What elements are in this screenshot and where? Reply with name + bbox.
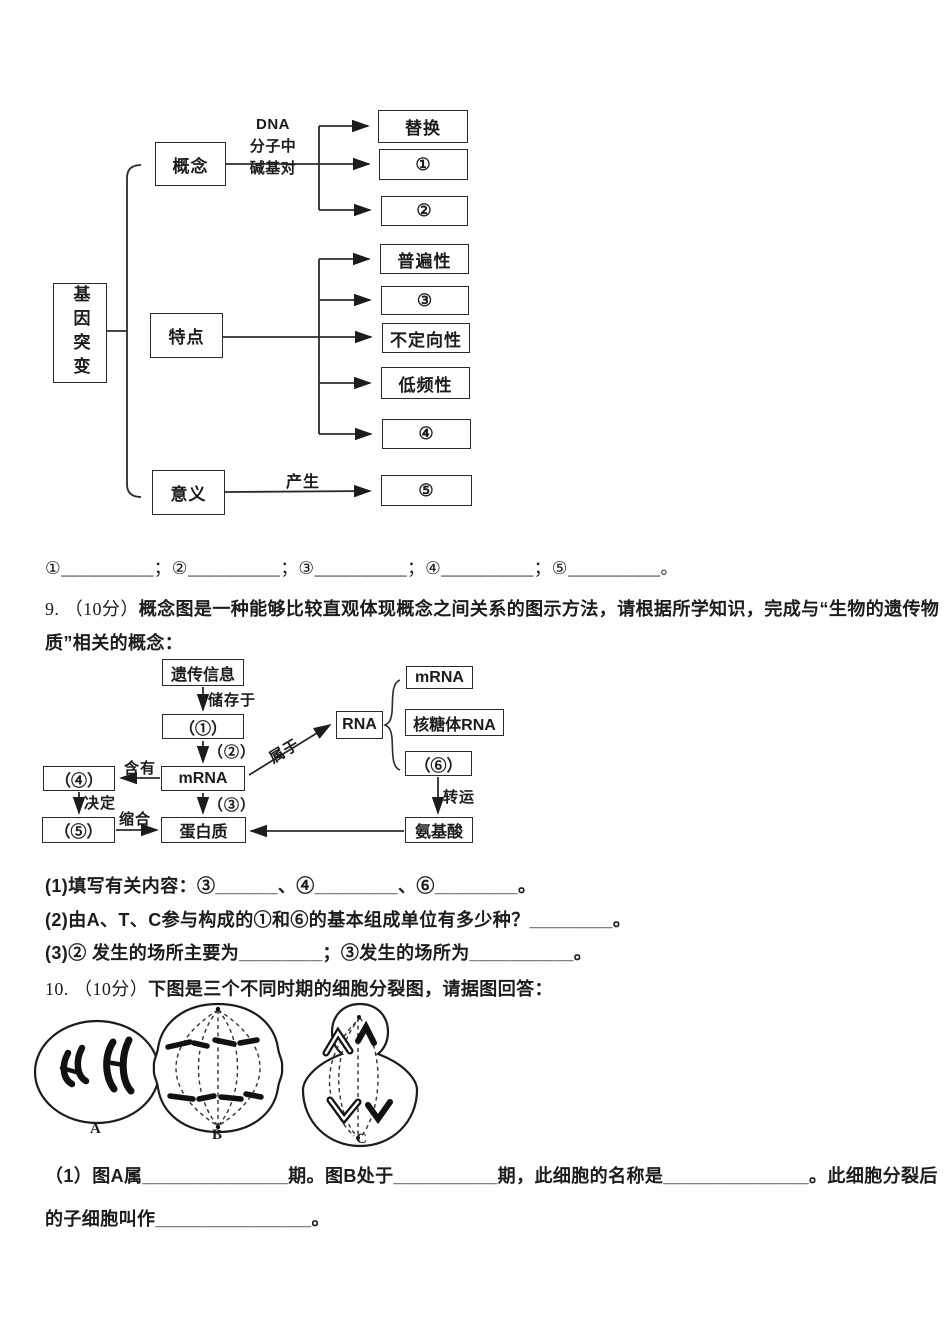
node-blank-4: ④ <box>382 419 471 449</box>
node-blank-5: ⑤ <box>381 475 472 506</box>
q10-number: 10. <box>45 979 69 999</box>
q9-number: 9. <box>45 599 60 619</box>
q9-intro-line1: 9. （10分）概念图是一种能够比较直观体现概念之间关系的图示方法，请根据所学知… <box>45 597 939 622</box>
edge-label-transport: 转运 <box>443 789 476 806</box>
node-universality: 普遍性 <box>380 244 469 274</box>
node-blank-2: ② <box>381 196 468 226</box>
node-substitution: 替换 <box>378 110 468 143</box>
node-blank-circle4: （④） <box>43 766 115 791</box>
edge-label-dna-line3: 碱基对 <box>249 160 297 177</box>
node-blank-1: ① <box>379 149 468 180</box>
cell-label-c: C <box>356 1131 367 1147</box>
tree-bracket <box>126 164 142 498</box>
q9-points: （10分） <box>64 599 139 619</box>
node-mrna-item: mRNA <box>406 666 473 689</box>
edge-label-produce: 产生 <box>286 474 321 491</box>
q8-answer-blank-line: ①__________；②__________；③__________；④___… <box>45 558 679 578</box>
cell-label-a: A <box>90 1121 101 1137</box>
node-ribosomal-rna: 核糖体RNA <box>405 709 504 736</box>
edge-label-stored-in: 储存于 <box>208 692 257 709</box>
node-blank-circle6: （⑥） <box>405 751 472 776</box>
cell-figure-B <box>152 1002 284 1134</box>
edge-label-dna-base-pair: DNA 分子中 碱基对 <box>238 114 308 180</box>
q10-intro-text: 下图是三个不同时期的细胞分裂图，请据图回答： <box>148 979 553 999</box>
q9-sub3: (3)② 发生的场所主要为________；③发生的场所为__________。 <box>45 943 593 963</box>
q10-sub1-line2: 的子细胞叫作_______________。 <box>45 1209 330 1229</box>
node-genetic-information: 遗传信息 <box>162 659 244 686</box>
edge-label-blank2: （②） <box>208 744 257 761</box>
node-amino-acid: 氨基酸 <box>405 817 473 843</box>
node-non-directional: 不定向性 <box>382 323 470 353</box>
q10-sub1-line1: （1）图A属______________期。图B处于__________期，此细… <box>45 1166 938 1186</box>
node-meaning: 意义 <box>152 470 225 515</box>
edge-label-contains: 含有 <box>124 760 157 777</box>
edge-label-blank3: （③） <box>208 797 257 814</box>
q9-intro-text1: 概念图是一种能够比较直观体现概念之间关系的图示方法，请根据所学知识，完成与“生物… <box>138 599 940 619</box>
node-feature: 特点 <box>150 313 223 358</box>
node-mrna: mRNA <box>161 766 245 791</box>
edge-label-condense: 缩合 <box>119 811 152 828</box>
node-blank-3: ③ <box>381 286 469 315</box>
node-blank-circle1: （①） <box>162 714 244 739</box>
q9-intro-line2: 质”相关的概念： <box>45 633 184 653</box>
concept-map-lines <box>72 679 445 838</box>
node-low-frequency: 低频性 <box>381 367 470 399</box>
cell-label-b: B <box>212 1127 223 1143</box>
cell-figure-A <box>33 1019 161 1125</box>
edge-label-determines: 决定 <box>84 795 117 812</box>
node-blank-circle5: （⑤） <box>42 817 115 843</box>
edge-label-dna-line1: DNA <box>256 116 290 133</box>
gene-mutation-tree-lines <box>107 119 373 498</box>
cell-figure-C <box>301 1002 419 1148</box>
node-rna: RNA <box>336 711 383 739</box>
q9-sub2: (2)由A、T、C参与构成的①和⑥的基本组成单位有多少种？________。 <box>45 910 632 930</box>
rna-brace <box>383 679 401 771</box>
q9-sub1: (1)填写有关内容：③______、④________、⑥________。 <box>45 876 537 896</box>
node-concept: 概念 <box>155 142 226 186</box>
q10-intro-line: 10. （10分）下图是三个不同时期的细胞分裂图，请据图回答： <box>45 977 553 1002</box>
node-protein: 蛋白质 <box>161 817 246 843</box>
edge-label-dna-line2: 分子中 <box>249 138 297 155</box>
node-gene-mutation: 基因突变 <box>53 283 107 383</box>
q10-points: （10分） <box>74 979 149 999</box>
